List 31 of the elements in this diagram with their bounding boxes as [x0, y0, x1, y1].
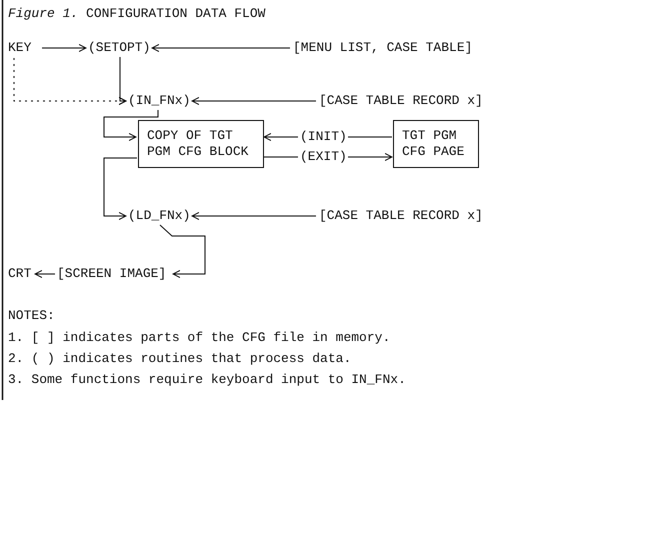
data-label: [CASE TABLE RECORD x] — [319, 93, 483, 109]
arrow — [192, 97, 316, 105]
data-label: [SCREEN IMAGE] — [57, 266, 166, 282]
data-label: [CASE TABLE RECORD x] — [319, 208, 483, 224]
output-label: CRT — [8, 266, 32, 282]
source-label: KEY — [8, 40, 32, 56]
note-text: 3. Some functions require keyboard input to IN_FNx. — [8, 372, 406, 388]
figure-title: Figure 1. CONFIGURATION DATA FLOW — [8, 6, 266, 22]
arrow — [192, 212, 316, 220]
routine-label: (INIT) — [300, 129, 347, 145]
arrow — [34, 270, 56, 278]
connector-line — [348, 136, 392, 138]
notes-heading: NOTES: — [8, 308, 55, 324]
data-label: [MENU LIST, CASE TABLE] — [293, 40, 472, 56]
arrow — [348, 153, 392, 161]
arrow — [152, 44, 290, 52]
arrow — [104, 158, 138, 220]
note-text: 2. ( ) indicates routines that process data. — [8, 351, 352, 367]
connector-line — [264, 156, 298, 158]
data-block-box: TGT PGM CFG PAGE — [393, 120, 479, 168]
routine-label: (SETOPT) — [88, 40, 150, 56]
routine-label: (IN_FNx) — [128, 93, 190, 109]
data-block-box: COPY OF TGT PGM CFG BLOCK — [138, 120, 264, 168]
arrow — [104, 110, 158, 141]
arrow — [264, 133, 298, 141]
dotted-arrow — [14, 58, 126, 105]
arrow — [42, 44, 86, 52]
routine-label: (EXIT) — [300, 149, 347, 165]
arrow — [160, 224, 206, 278]
note-text: 1. [ ] indicates parts of the CFG file in memory. — [8, 330, 390, 346]
routine-label: (LD_FNx) — [128, 208, 190, 224]
